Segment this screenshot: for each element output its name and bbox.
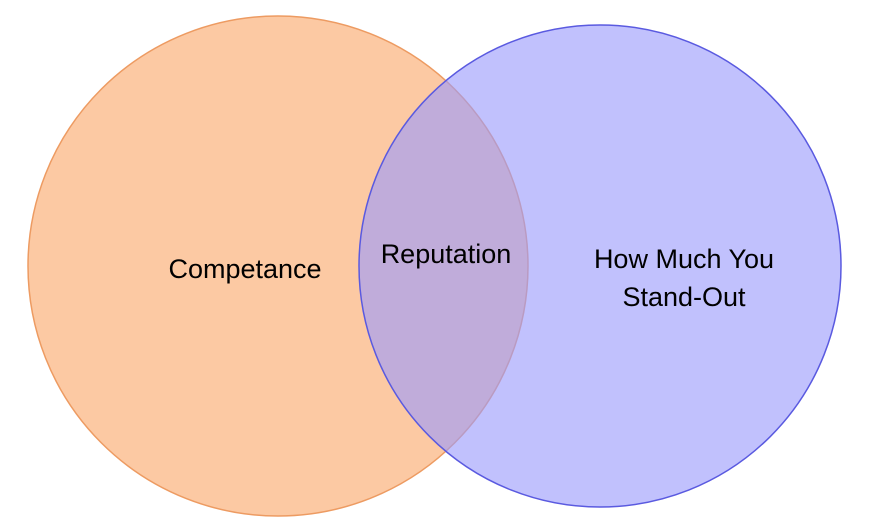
stand-out-label: Stand-Out xyxy=(622,282,746,312)
stand-out-circle xyxy=(358,24,842,508)
competance-label: Competance xyxy=(168,254,321,284)
how-much-you-label: How Much You xyxy=(594,244,774,274)
reputation-label: Reputation xyxy=(381,239,512,269)
